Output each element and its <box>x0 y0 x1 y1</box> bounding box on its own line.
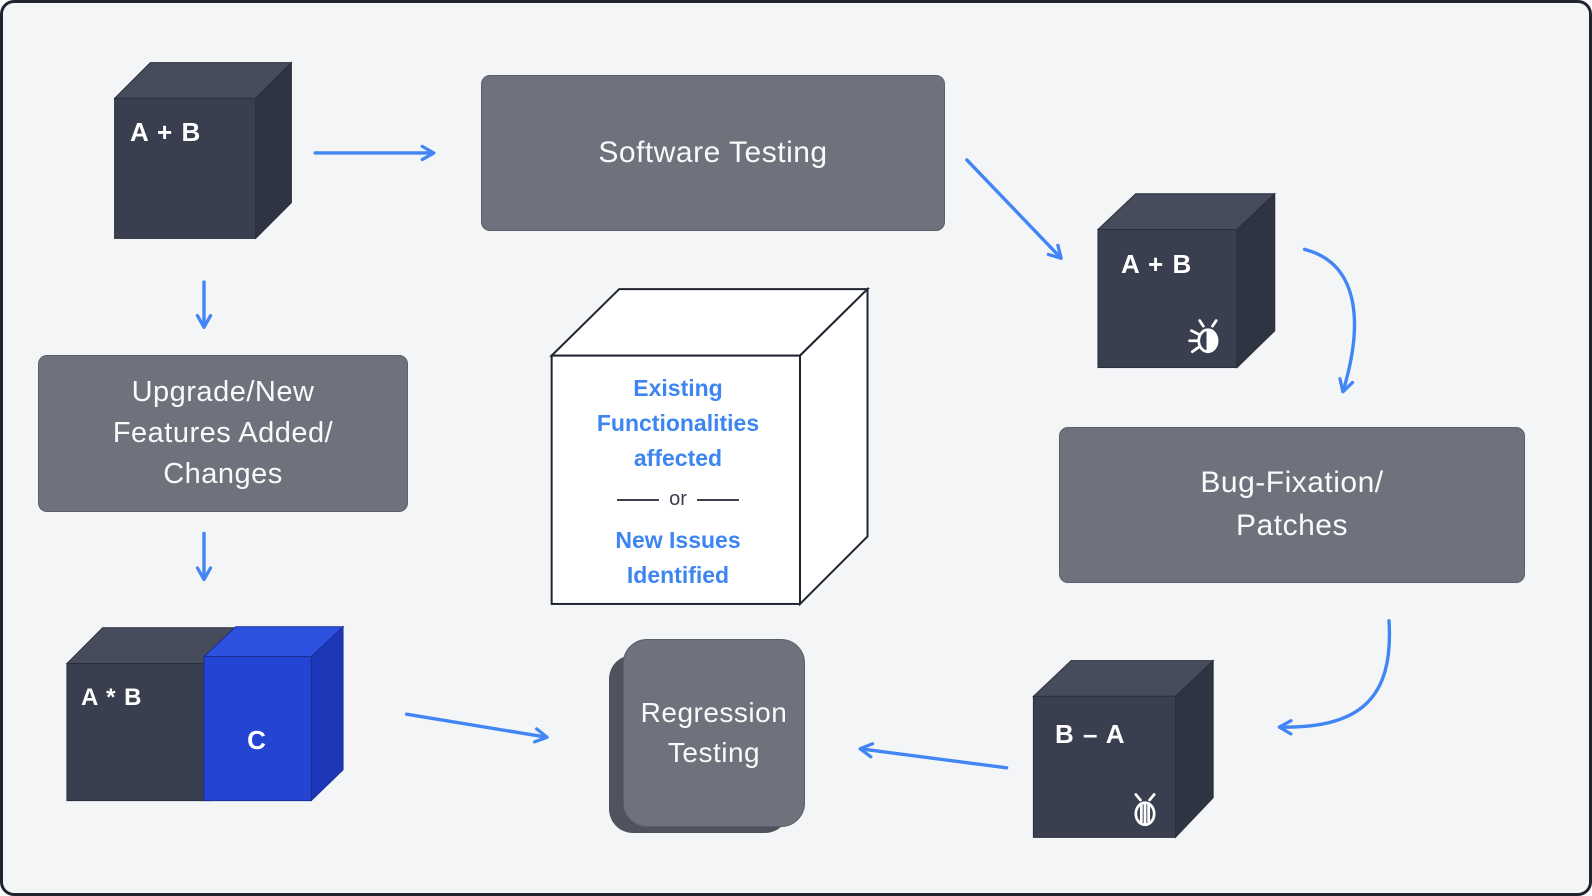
combined-cube-blue-side <box>310 625 344 802</box>
issues-line5: Identified <box>626 562 730 588</box>
bug-fixation-box: Bug-Fixation/ Patches <box>1059 427 1525 583</box>
combined-cube-left-label: A * B <box>81 684 143 711</box>
bug-icon <box>1123 789 1167 838</box>
or-divider: or <box>607 482 749 517</box>
arrow-testing-to-tested-cube <box>965 158 1063 260</box>
software-testing-label: Software Testing <box>598 135 828 169</box>
regression-line2: Testing <box>667 737 761 768</box>
fixed-cube-front <box>1032 695 1176 838</box>
issues-line2: Functionalities <box>596 410 760 436</box>
build-cube-label: A + B <box>130 117 202 147</box>
tested-cube-label: A + B <box>1121 249 1193 279</box>
upgrade-line1: Upgrade/New <box>131 375 315 408</box>
issues-cube-front <box>550 354 801 605</box>
divider-line-left <box>617 498 660 501</box>
software-testing-box: Software Testing <box>481 75 945 231</box>
diagram-shapes-layer <box>65 61 1392 839</box>
combined-cube-right-label: C <box>247 725 267 755</box>
bug-fixation-line2: Patches <box>1236 509 1348 542</box>
issues-line1: Existing <box>633 375 723 401</box>
arrow-fixed-cube-to-regression <box>858 742 1009 770</box>
upgrade-line3: Changes <box>163 458 283 491</box>
bug-icon <box>1185 316 1229 365</box>
divider-line-right <box>696 498 739 501</box>
regression-line1: Regression <box>640 697 788 729</box>
combined-cube-blue-front <box>203 656 312 802</box>
upgrade-box: Upgrade/New Features Added/ Changes <box>38 355 408 512</box>
issues-line3: affected <box>633 445 723 471</box>
upgrade-line2: Features Added/ <box>112 416 334 449</box>
combined-cube <box>65 625 345 802</box>
arrow-combined-cube-to-regression <box>404 712 549 744</box>
build-cube-front <box>114 97 257 239</box>
arrow-bugfix-to-fixed-cube <box>1277 619 1392 736</box>
fixed-cube <box>1032 659 1215 839</box>
or-label: or <box>669 488 687 510</box>
issues-line4: New Issues <box>615 527 741 553</box>
issues-cube-text: Existing Functionalities affected or New… <box>553 371 803 593</box>
fixed-cube-label: B – A <box>1055 719 1126 749</box>
build-cube <box>113 61 293 240</box>
bug-fixation-line1: Bug-Fixation/ <box>1200 466 1384 500</box>
regression-testing-box: Regression Testing <box>623 639 805 827</box>
tested-cube <box>1096 192 1277 369</box>
arrow-tested-cube-to-bugfix <box>1302 247 1357 394</box>
issues-cube <box>549 286 870 607</box>
